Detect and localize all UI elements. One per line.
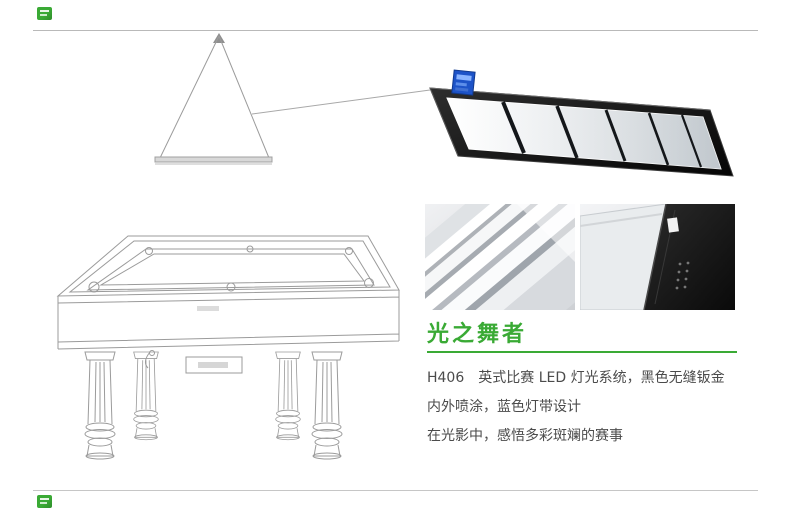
brand-logo-mark-top [37, 7, 52, 20]
table-brand-plate-text [198, 362, 228, 368]
pocket-front-middle [226, 282, 236, 292]
led-panel-photo [429, 69, 734, 177]
title-underline [427, 351, 737, 353]
light-panel-shading [447, 98, 721, 169]
black-corner-detail-photo [580, 204, 735, 310]
description-line-3: 在光影中，感悟多彩斑斓的赛事 [427, 428, 623, 444]
black-corner-edge-highlight [643, 204, 667, 310]
white-panel-edge [580, 213, 663, 227]
table-apron [57, 290, 400, 350]
frame-layers-detail-photo [425, 204, 575, 310]
apron-cable [144, 351, 151, 369]
black-corner-body [644, 204, 735, 310]
section-title: 光之舞者 [427, 322, 528, 347]
lamp-bar [154, 156, 273, 163]
pocket-front-right [364, 278, 374, 288]
table-rim-bevel [68, 240, 391, 293]
table-leg-back-left [133, 351, 159, 441]
table-leg-front-right [311, 351, 343, 460]
pocket-back-right [345, 247, 353, 255]
apron-fitting [149, 350, 155, 356]
suspended-lamp-drawing [154, 33, 273, 165]
suspension-cable-left [159, 35, 220, 159]
table-cushion-line [86, 248, 375, 291]
panel-dividers [501, 101, 703, 168]
callout-line [251, 89, 431, 115]
table-leg-front-left [84, 351, 116, 460]
table-outer-rim [56, 235, 400, 297]
bottom-divider-line [33, 490, 758, 491]
table-playing-surface [99, 253, 365, 286]
fixture-top-edge-highlight [429, 87, 711, 111]
vent-dots [675, 261, 690, 290]
brand-logo-mark-bottom [37, 495, 52, 508]
pocket-back-middle [246, 245, 254, 253]
ceiling-mount [213, 33, 225, 43]
billiard-table-drawing [56, 235, 400, 460]
blue-label [451, 69, 476, 96]
description-line-1: H406 英式比赛 LED 灯光系统，黑色无缝钣金 [427, 370, 725, 386]
frame-photo-highlight [517, 204, 575, 262]
product-description: H406 英式比赛 LED 灯光系统，黑色无缝钣金 内外喷涂，蓝色灯带设计 在光… [427, 364, 767, 451]
fixture-left-edge-highlight [429, 87, 459, 157]
description-line-2: 内外喷涂，蓝色灯带设计 [427, 399, 581, 415]
rail-logo-mark [197, 306, 219, 311]
pocket-back-left [145, 247, 153, 255]
table-leg-back-right [275, 351, 301, 441]
pocket-front-left [88, 281, 100, 293]
corner-label [667, 217, 679, 233]
suspension-cable-right [218, 35, 270, 159]
top-divider-line [33, 30, 758, 31]
